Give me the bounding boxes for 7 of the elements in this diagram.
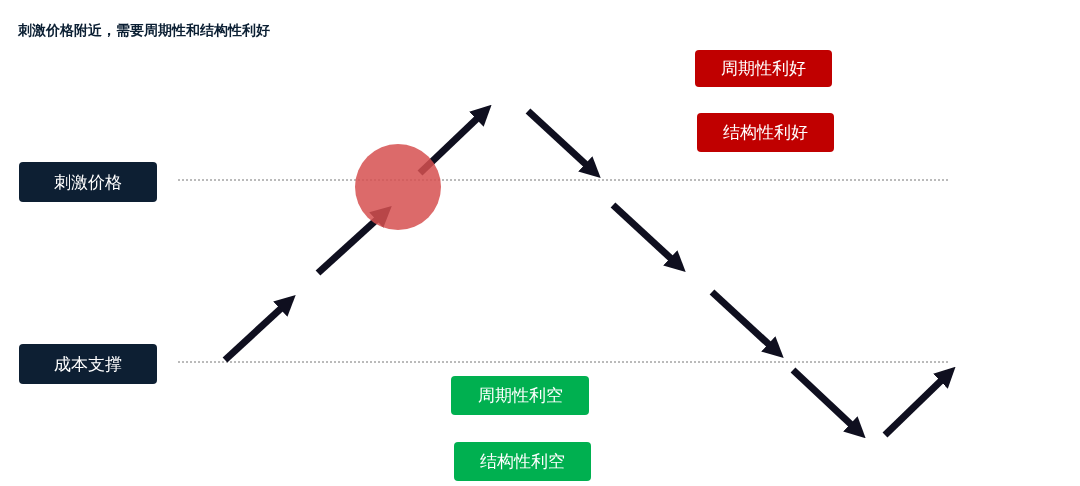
label-box: 刺激价格 (19, 162, 157, 202)
title: 刺激价格附近，需要周期性和结构性利好 (18, 22, 270, 40)
label-box: 周期性利好 (695, 50, 832, 87)
label-box: 成本支撑 (19, 344, 157, 384)
label-box: 结构性利空 (454, 442, 591, 481)
label-box: 周期性利空 (451, 376, 589, 415)
label-box: 结构性利好 (697, 113, 834, 152)
